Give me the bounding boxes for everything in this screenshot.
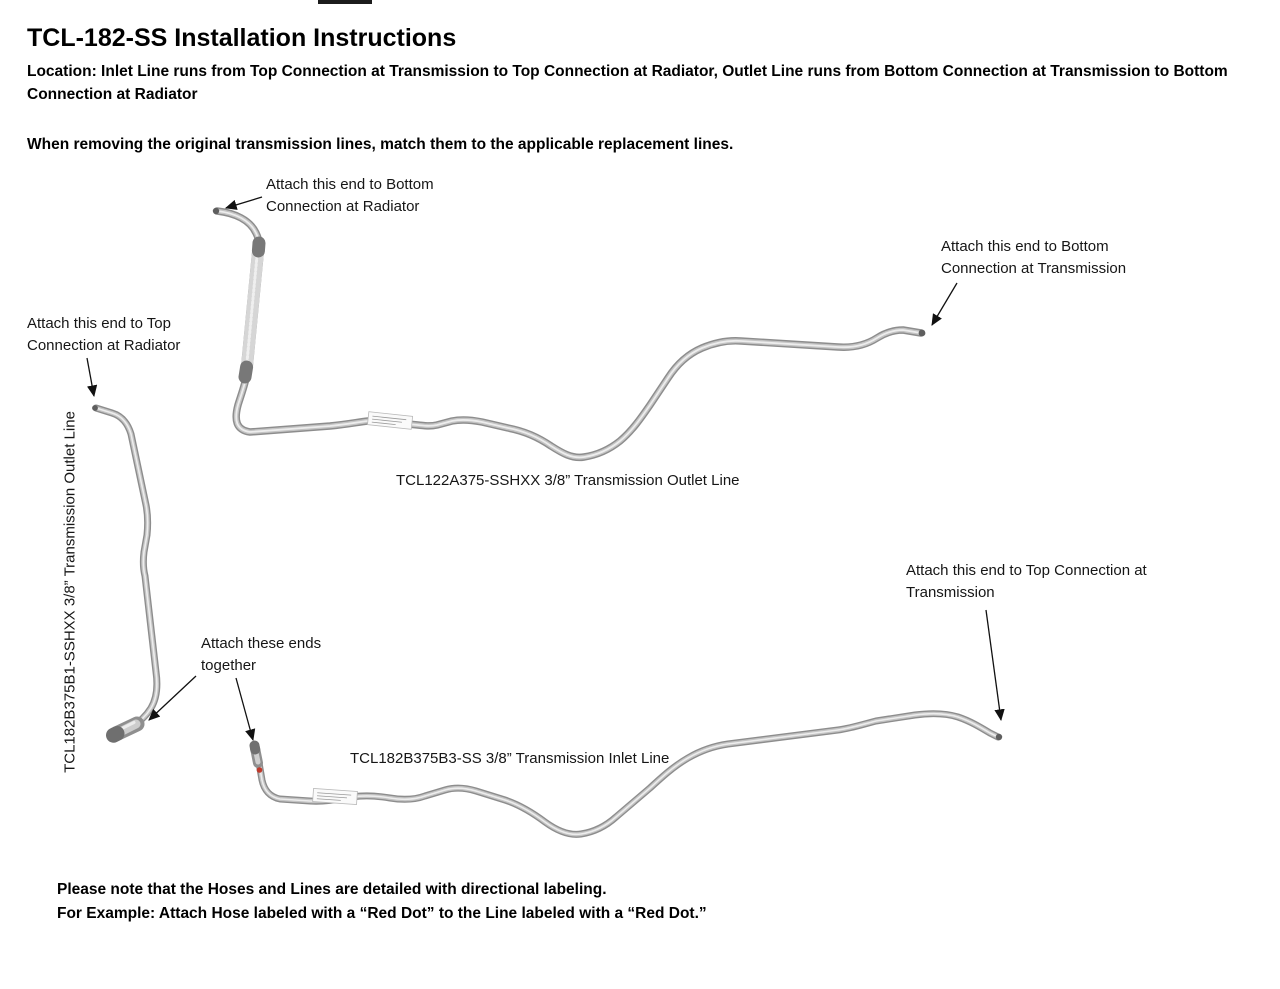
red-dot-marker	[256, 767, 263, 773]
part-label-outlet-line-upper: TCL122A375-SSHXX 3/8” Transmission Outle…	[396, 472, 740, 489]
note-red-dot-example: For Example: Attach Hose labeled with a …	[57, 904, 707, 922]
outlet-line-left-tube	[96, 408, 157, 727]
arrow-ends-together-left	[148, 675, 197, 721]
braided-hose-section	[238, 236, 266, 384]
cropped-header-artifact	[318, 0, 372, 4]
arrow-top-transmission	[985, 609, 1005, 722]
annotation-top-transmission: Attach this end to Top Connection at Tra…	[906, 562, 1147, 601]
part-label-outlet-line-left: TCL182B375B1-SSHXX 3/8” Transmission Out…	[61, 411, 79, 773]
arrow-bottom-transmission	[931, 282, 958, 326]
left-tube-end-fitting	[106, 716, 145, 743]
part-label-inlet-line: TCL182B375B3-SS 3/8” Transmission Inlet …	[350, 750, 670, 767]
tube-end-nubs	[92, 207, 1003, 741]
tube-label-tag	[312, 788, 358, 805]
inlet-tube-start-fitting	[249, 740, 263, 773]
footer-notes: Please note that the Hoses and Lines are…	[57, 878, 1157, 925]
tube-label-tag	[367, 411, 414, 430]
note-directional-labeling: Please note that the Hoses and Lines are…	[57, 881, 607, 898]
arrow-bottom-radiator	[225, 196, 263, 210]
annotation-ends-together: Attach these ends together	[201, 635, 322, 674]
arrow-ends-together-right	[235, 677, 256, 742]
diagram-drawing	[86, 196, 1005, 880]
outlet-line-upper-tube	[217, 211, 921, 457]
instruction-text: When removing the original transmission …	[27, 136, 734, 153]
arrow-top-radiator	[86, 357, 98, 398]
annotation-bottom-radiator: Attach this end to Bottom Connection at …	[266, 176, 434, 215]
annotation-arrows	[86, 196, 1005, 742]
inlet-line-tube	[258, 714, 998, 835]
page-title: TCL-182-SS Installation Instructions	[27, 24, 457, 52]
location-text: Location: Inlet Line runs from Top Conne…	[27, 63, 1228, 103]
annotation-bottom-transmission: Attach this end to Bottom Connection at …	[941, 238, 1127, 277]
annotation-top-radiator: Attach this end to Top Connection at Rad…	[27, 315, 181, 354]
